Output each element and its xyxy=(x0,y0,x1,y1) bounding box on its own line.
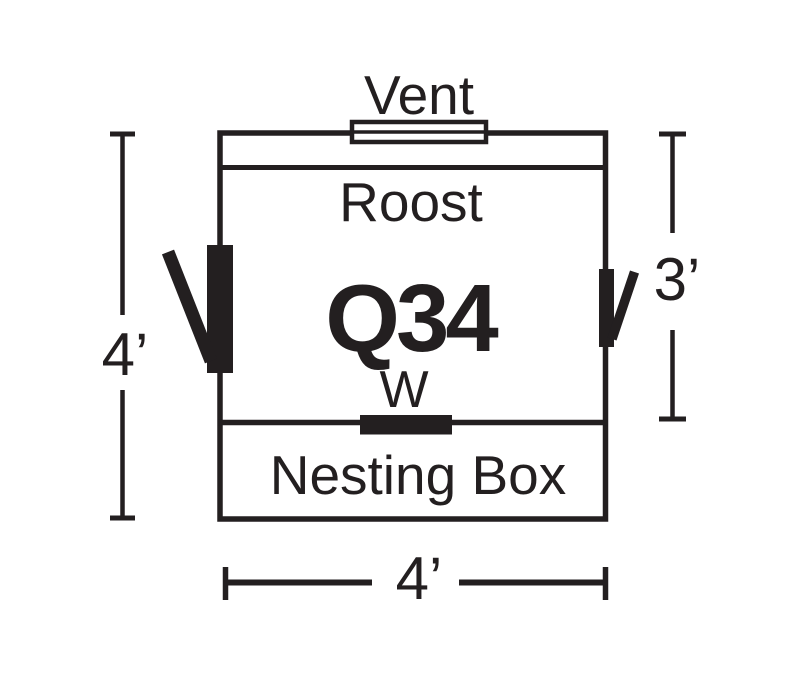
dimension-bottom-width: 4’ xyxy=(222,545,609,612)
dim-right-value: 3’ xyxy=(654,246,701,313)
window-bar-icon xyxy=(360,415,452,435)
right-door-swing-icon xyxy=(607,270,640,341)
window-label: W xyxy=(379,361,428,419)
dim-bottom-value: 4’ xyxy=(396,545,443,612)
product-code-label: Q34 xyxy=(325,265,498,372)
left-door-swing-icon xyxy=(161,249,218,364)
right-door-panel-icon xyxy=(599,269,614,347)
nesting-box-label: Nesting Box xyxy=(270,444,567,506)
vent-label: Vent xyxy=(364,64,474,126)
dimension-right-height: 3’ xyxy=(654,131,701,422)
dimension-left-height: 4’ xyxy=(102,131,149,521)
dim-left-value: 4’ xyxy=(102,321,149,388)
roost-label: Roost xyxy=(339,171,483,233)
